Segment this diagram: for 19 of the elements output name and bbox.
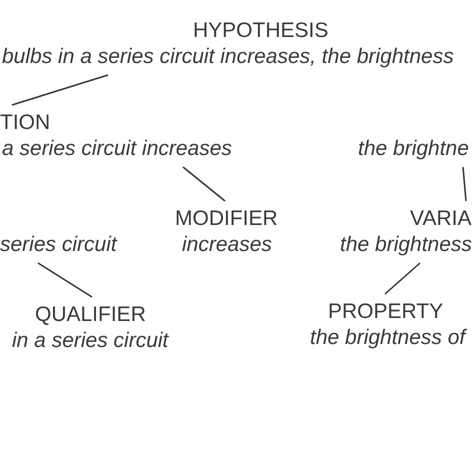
phrase-text: series circuit	[0, 232, 117, 258]
phrase-text: the brightness	[340, 232, 472, 258]
category-heading: MODIFIER	[175, 206, 278, 232]
category-heading: TION	[0, 110, 50, 136]
phrase-text: in a series circuit	[12, 328, 168, 354]
leader-line	[38, 262, 92, 298]
category-heading: VARIA	[410, 206, 472, 232]
leader-line	[384, 262, 420, 295]
phrase-text: the brightne	[358, 136, 469, 162]
phrase-text: the brightness of	[310, 325, 466, 351]
leader-line	[182, 166, 226, 202]
leader-line	[12, 74, 108, 106]
category-heading: QUALIFIER	[35, 302, 146, 328]
leader-line	[462, 166, 467, 202]
phrase-text: a series circuit increases	[2, 136, 232, 162]
phrase-text: bulbs in a series circuit increases, the brightness	[2, 44, 454, 70]
category-heading: PROPERTY	[328, 299, 444, 325]
phrase-text: increases	[182, 232, 272, 258]
category-heading: HYPOTHESIS	[193, 18, 328, 44]
